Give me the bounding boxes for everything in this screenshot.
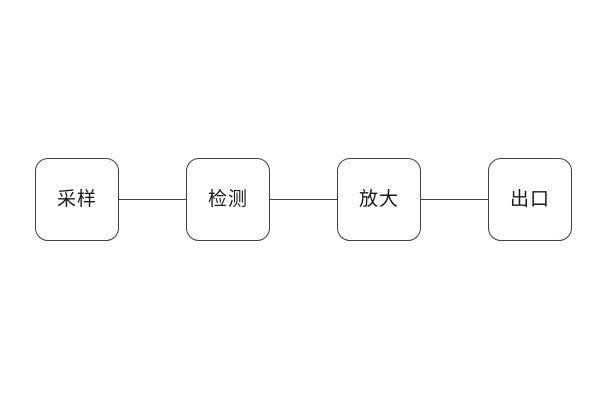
connector-line — [421, 198, 488, 201]
flow-node-label: 出口 — [509, 189, 550, 210]
flow-node-label: 采样 — [56, 189, 97, 210]
flow-node-label: 检测 — [207, 189, 248, 210]
flow-row: 采样 检测 放大 出口 — [35, 158, 572, 241]
connector-line — [119, 198, 186, 201]
flow-node-sampling: 采样 — [35, 158, 119, 241]
flow-node-exit: 出口 — [488, 158, 572, 241]
connector-line — [270, 198, 337, 201]
flow-node-label: 放大 — [358, 189, 399, 210]
flow-node-amplify: 放大 — [337, 158, 421, 241]
flow-node-detection: 检测 — [186, 158, 270, 241]
